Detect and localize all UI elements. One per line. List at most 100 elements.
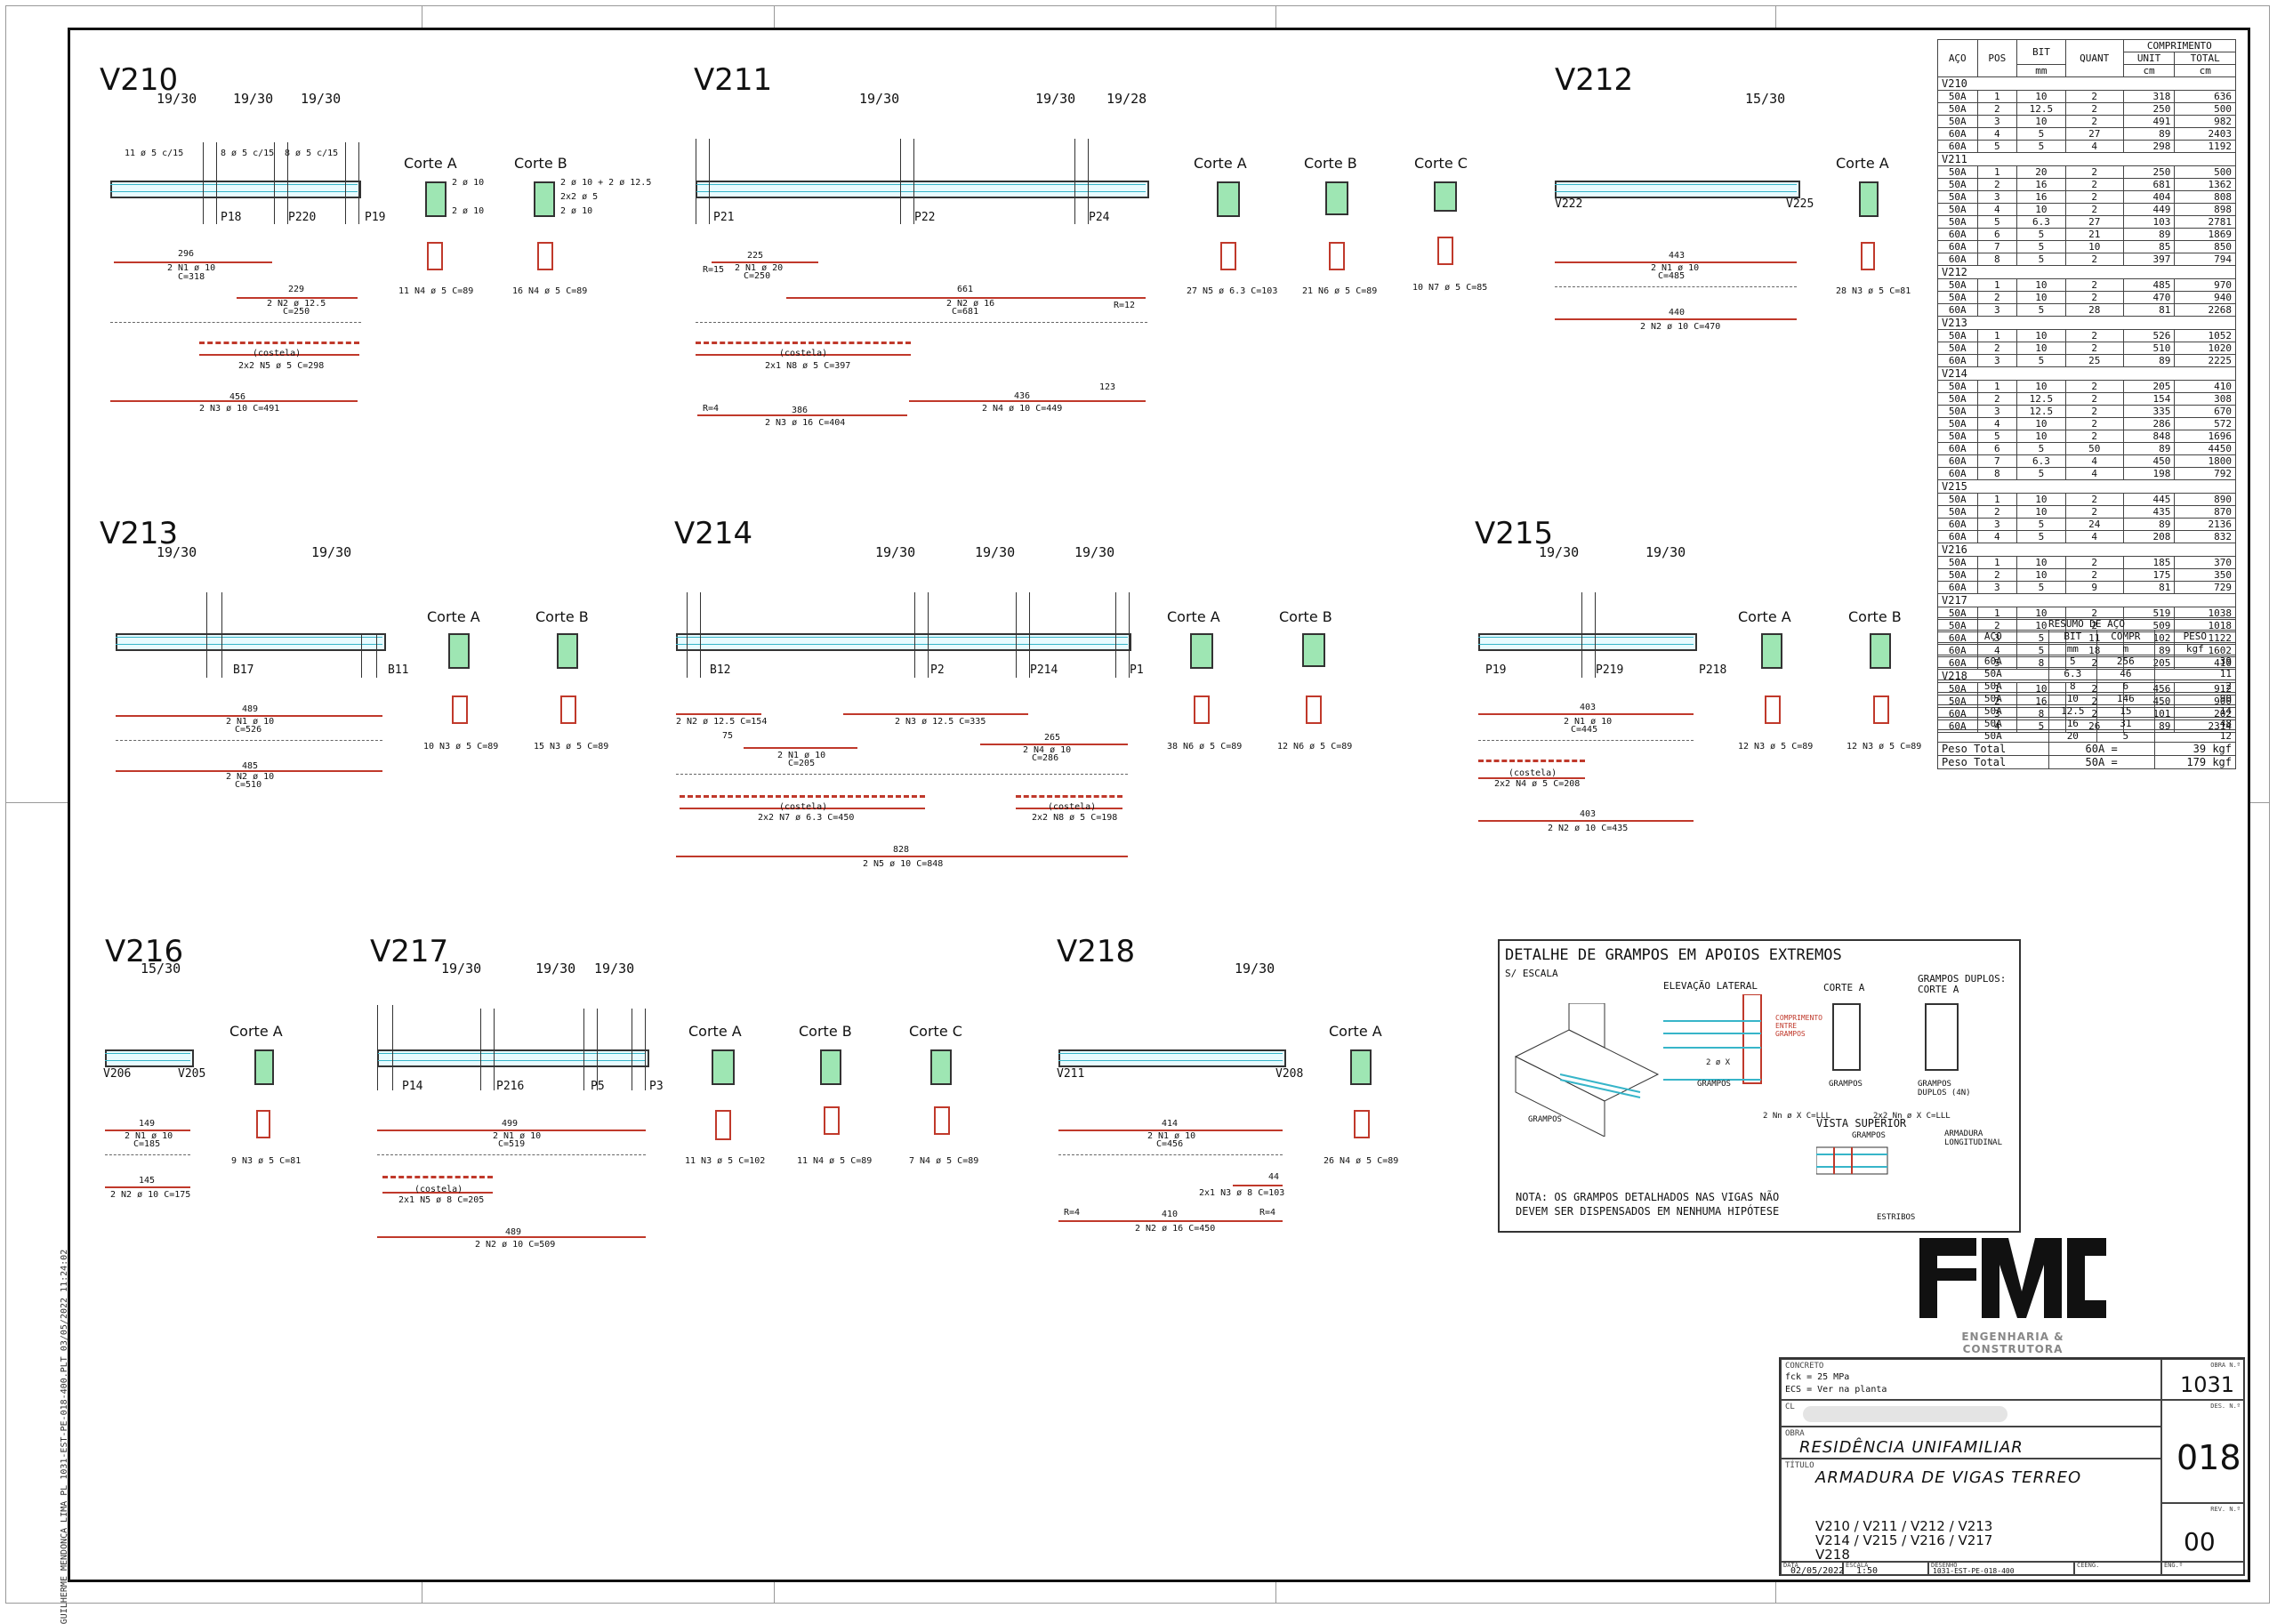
table-cell: 1362 [2174, 178, 2236, 191]
beam-group-label: V212 [1937, 265, 2236, 279]
rebar-label: C=485 [1658, 271, 1686, 281]
beam-title: V210 [100, 62, 179, 98]
detail-label: GRAMPOS DUPLOS (4N) [1918, 1080, 1971, 1097]
table-cell: 10 [2016, 568, 2066, 582]
dimension: 414 [1162, 1119, 1179, 1129]
field-label: DATA [1783, 1562, 1798, 1569]
pillar [632, 1009, 646, 1090]
stirrup-note: 27 N5 ø 6.3 C=103 [1187, 286, 1278, 296]
table-cell: 4 [1976, 127, 2018, 141]
table-cell: 185 [2122, 556, 2176, 569]
table-cell: 16 [2016, 178, 2066, 191]
section-label: 2 ø 10 [452, 178, 485, 188]
rebar-label: C=445 [1571, 725, 1598, 735]
section-dim: 19/30 [157, 91, 197, 107]
column-header: POS [1976, 39, 2018, 77]
stirrup-note: 11 N4 ø 5 C=89 [797, 1156, 873, 1166]
obra-cell: OBRA RESIDÊNCIA UNIFAMILIAR [1781, 1427, 2161, 1459]
dimension: 456 [229, 392, 246, 402]
date-cell: DATA 02/05/2022 [1781, 1562, 1844, 1576]
obra-value: RESIDÊNCIA UNIFAMILIAR [1799, 1438, 2024, 1457]
pillar-label: P3 [649, 1080, 664, 1093]
pillar [1115, 592, 1130, 678]
table-cell: 318 [2122, 90, 2176, 103]
rebar-n8 [696, 342, 911, 344]
detail-corte-a [1832, 1003, 1861, 1071]
table-cell: 5 [2016, 442, 2066, 455]
field-label: CEENG. [2077, 1562, 2100, 1569]
table-cell: 12.5 [2016, 392, 2066, 406]
rebar-n1 [105, 1130, 190, 1131]
table-cell: 982 [2174, 115, 2236, 128]
pillar [206, 592, 222, 678]
beam-elevation [110, 181, 361, 198]
total-grade: 60A = [2048, 742, 2155, 756]
rebar-n1 [1058, 1130, 1283, 1131]
rebar-line [116, 637, 382, 638]
rebar-label: 2 N2 ø 10 C=435 [1548, 824, 1629, 833]
table-cell: 1800 [2174, 454, 2236, 468]
dimension: R=12 [1114, 301, 1136, 310]
drawing-cell: DESENHO 1031-EST-PE-018-400 [1928, 1562, 2074, 1576]
field-label: DES. N.º [2210, 1403, 2241, 1410]
stirrup-shape [1873, 695, 1889, 724]
rebar-label: C=519 [498, 1139, 526, 1149]
rebar-label: C=318 [178, 272, 205, 282]
section-dim: 19/30 [441, 961, 482, 977]
rebar-label: 2 N1 ø 10 [1651, 263, 1700, 273]
table-cell: 50A [1937, 430, 1978, 443]
table-cell: 1 [1976, 165, 2018, 179]
rebar-n5 [382, 1176, 493, 1178]
section-dim: 19/30 [594, 961, 635, 977]
total-label: Peso Total [1937, 755, 2049, 769]
table-cell: 205 [2122, 380, 2176, 393]
table-cell: 5 [2096, 729, 2155, 743]
rebar-n2 [116, 770, 382, 772]
section-dim: 19/30 [157, 544, 197, 560]
table-cell: 5 [2016, 530, 2066, 543]
beam-group-label: V211 [1937, 152, 2236, 166]
pillar-label: B12 [710, 663, 731, 677]
cross-section [1217, 181, 1240, 217]
pillar [1581, 592, 1596, 678]
rebar-label: 2x2 N4 ø 5 C=208 [1494, 779, 1581, 789]
beam-group-label: V215 [1937, 479, 2236, 494]
column-header: COMPR [2096, 630, 2155, 643]
table-cell: 2 [2064, 178, 2124, 191]
pillar-label: P2 [930, 663, 945, 677]
table-cell: 470 [2122, 291, 2176, 304]
dimension: 489 [505, 1227, 522, 1237]
table-cell: 60A [1937, 140, 1978, 153]
rebar-line [116, 644, 382, 645]
table-cell: 24 [2064, 518, 2124, 531]
table-cell: 5 [2016, 303, 2066, 317]
detail-corte-a-double [1925, 1003, 1959, 1071]
table-cell: 10 [2016, 380, 2066, 393]
stirrup-note: 10 N3 ø 5 C=89 [423, 742, 499, 752]
cross-section [1870, 633, 1891, 669]
cross-section [930, 1049, 952, 1085]
section-dim: 15/30 [141, 961, 181, 977]
table-cell: 5 [2016, 253, 2066, 266]
costela-label: (costela) [779, 802, 828, 812]
dimension: 229 [288, 285, 305, 294]
eng-cell: ENG.º [2161, 1562, 2245, 1576]
table-cell: 50A [1937, 405, 1978, 418]
table-cell: 4 [1976, 530, 2018, 543]
rebar-n2 [786, 297, 1146, 299]
pillar-label: P220 [288, 211, 317, 224]
table-cell: 2 [2064, 493, 2124, 506]
rebar-label: 2x2 N5 ø 5 C=298 [238, 361, 325, 371]
corte-title: Corte A [688, 1023, 742, 1040]
